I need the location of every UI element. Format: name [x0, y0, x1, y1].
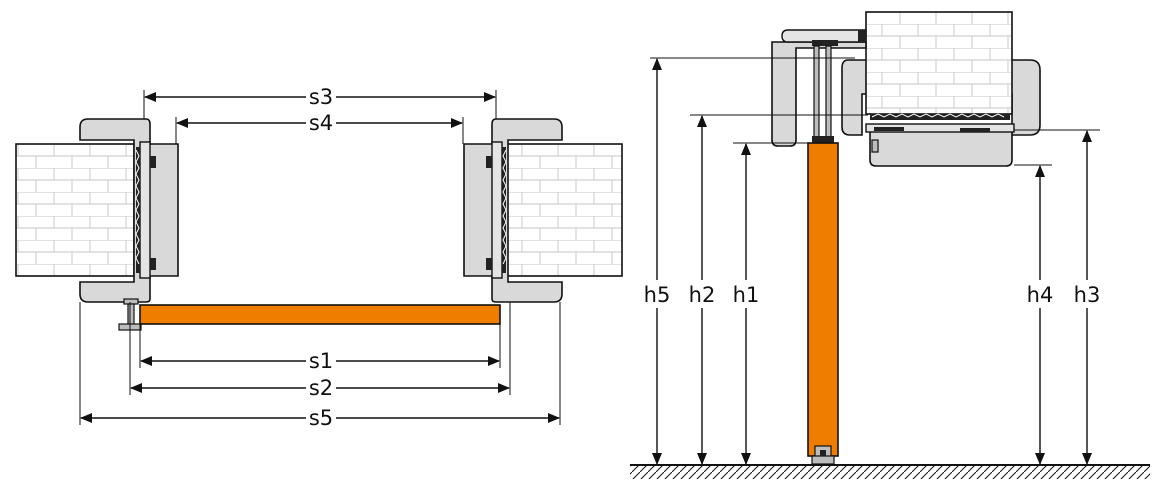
- label-h5: h5: [644, 283, 671, 307]
- right-door-frame: [463, 118, 563, 303]
- plan-view: s3 s4 s1 s2 s5: [15, 84, 623, 430]
- door-leaf-section: [807, 142, 839, 457]
- section-view: h5 h2 h1 h4 h3: [630, 11, 1150, 479]
- hanger-rod: [812, 45, 834, 144]
- right-wall-brick: [503, 143, 623, 277]
- door-leaf-plan: [139, 304, 501, 325]
- label-h3: h3: [1074, 283, 1101, 307]
- label-s4: s4: [309, 111, 333, 135]
- label-s2: s2: [309, 376, 333, 400]
- label-h1: h1: [733, 283, 760, 307]
- left-wall-brick: [15, 143, 135, 277]
- label-h2: h2: [689, 283, 716, 307]
- label-s3: s3: [309, 85, 333, 109]
- label-h4: h4: [1027, 283, 1054, 307]
- label-s1: s1: [309, 349, 333, 373]
- floor-guide-section: [811, 445, 835, 465]
- label-s5: s5: [309, 406, 333, 430]
- left-door-frame: [79, 118, 179, 303]
- lintel-brick: [865, 11, 1013, 115]
- floor-hatch: [630, 465, 1150, 479]
- head-frame-front: [866, 129, 1013, 167]
